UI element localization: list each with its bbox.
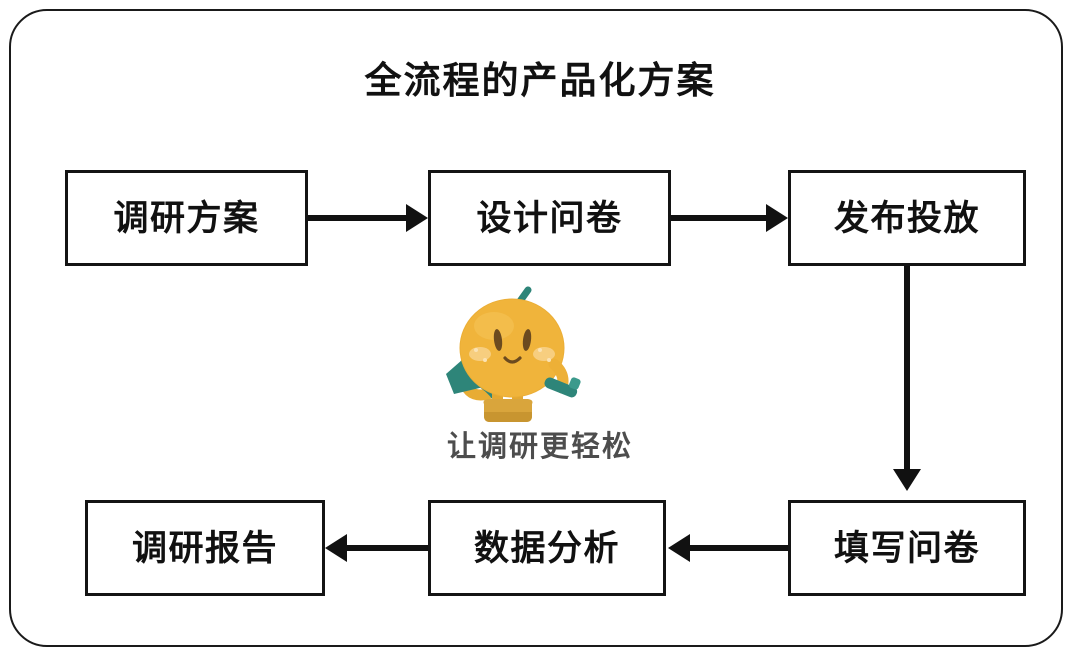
- blush-left: [469, 347, 491, 361]
- arrow-design-to-publish: [671, 215, 768, 221]
- flow-node-publish[interactable]: 发布投放: [788, 170, 1026, 266]
- pen-icon: [544, 377, 581, 398]
- arrow-fill-to-analysis: [690, 545, 788, 551]
- flow-node-analysis[interactable]: 数据分析: [428, 500, 666, 596]
- arrow-publish-to-fill: [904, 266, 910, 471]
- orange-mascot-illustration: [432, 282, 592, 432]
- flow-node-design[interactable]: 设计问卷: [428, 170, 671, 266]
- blush-right: [533, 347, 555, 361]
- flow-node-report[interactable]: 调研报告: [85, 500, 325, 596]
- flow-node-label: 数据分析: [473, 528, 620, 568]
- flow-node-label: 设计问卷: [476, 198, 623, 238]
- flow-node-label: 填写问卷: [833, 528, 980, 568]
- arrow-down-icon: [893, 469, 921, 491]
- page-title: 全流程的产品化方案: [364, 60, 716, 101]
- flow-node-fill[interactable]: 填写问卷: [788, 500, 1026, 596]
- flow-node-label: 调研方案: [113, 198, 260, 238]
- mascot-tagline: 让调研更轻松: [446, 431, 633, 463]
- arrow-left-icon: [668, 534, 690, 562]
- arrow-left-icon: [325, 534, 347, 562]
- face-icon: [493, 329, 532, 364]
- arrow-right-icon: [406, 204, 428, 232]
- arrow-right-icon: [766, 204, 788, 232]
- flow-node-label: 发布投放: [833, 198, 980, 238]
- outer-frame: [9, 9, 1063, 647]
- flow-node-plan[interactable]: 调研方案: [65, 170, 308, 266]
- arrow-plan-to-design: [308, 215, 408, 221]
- flow-node-label: 调研报告: [131, 528, 278, 568]
- arrow-analysis-to-report: [347, 545, 428, 551]
